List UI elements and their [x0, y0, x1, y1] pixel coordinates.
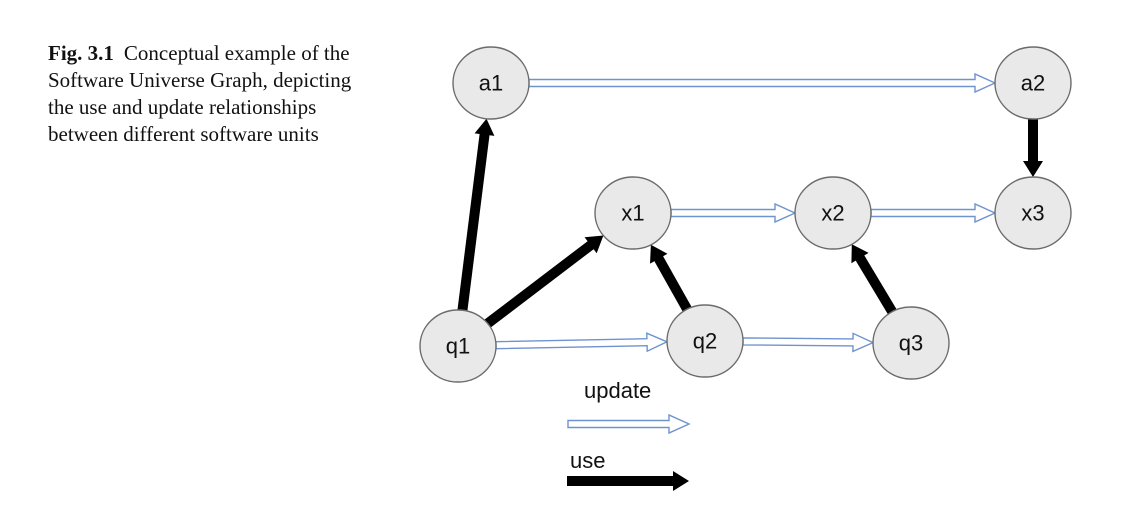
use-edge-a2-x3 — [1023, 119, 1043, 177]
legend-update-arrow — [567, 413, 691, 435]
node-q3: q3 — [872, 306, 950, 380]
node-q2: q2 — [666, 304, 744, 378]
caption-text: Conceptual example of the Software Unive… — [48, 41, 352, 146]
node-circle — [666, 304, 744, 378]
node-circle — [872, 306, 950, 380]
node-label: x3 — [1021, 201, 1044, 226]
node-a1: a1 — [452, 46, 530, 120]
node-a2: a2 — [994, 46, 1072, 120]
update-edge-a1-a2 — [528, 72, 997, 94]
legend: update use — [567, 378, 691, 491]
legend-update-label: update — [584, 378, 651, 403]
legend-use-arrow — [567, 471, 689, 491]
edges-layer — [457, 72, 1043, 353]
node-circle — [419, 309, 497, 383]
node-x1: x1 — [594, 176, 672, 250]
node-q1: q1 — [419, 309, 497, 383]
figure-number: Fig. 3.1 — [48, 41, 114, 65]
update-edge-x2-x3 — [870, 202, 997, 224]
use-edge-q3-x2 — [851, 244, 897, 315]
node-label: x1 — [621, 201, 644, 226]
use-edge-q1-x1 — [484, 235, 604, 328]
node-label: x2 — [821, 201, 844, 226]
update-edge-q2-q3 — [742, 332, 875, 353]
update-edge-q1-q2 — [495, 332, 669, 353]
nodes-layer: a1 a2 x1 x2 x3 q1 q2 q3 — [419, 46, 1072, 383]
node-label: q2 — [693, 329, 717, 354]
legend-use-label: use — [570, 448, 605, 473]
node-circle — [794, 176, 872, 250]
node-circle — [994, 176, 1072, 250]
use-edge-q1-a1 — [457, 118, 495, 311]
node-label: a1 — [479, 71, 503, 96]
node-label: q1 — [446, 334, 470, 359]
node-circle — [452, 46, 530, 120]
node-x3: x3 — [994, 176, 1072, 250]
node-label: q3 — [899, 331, 923, 356]
node-circle — [594, 176, 672, 250]
use-edge-q2-x1 — [650, 244, 692, 312]
node-label: a2 — [1021, 71, 1045, 96]
update-edge-x1-x2 — [670, 202, 797, 224]
node-x2: x2 — [794, 176, 872, 250]
node-circle — [994, 46, 1072, 120]
